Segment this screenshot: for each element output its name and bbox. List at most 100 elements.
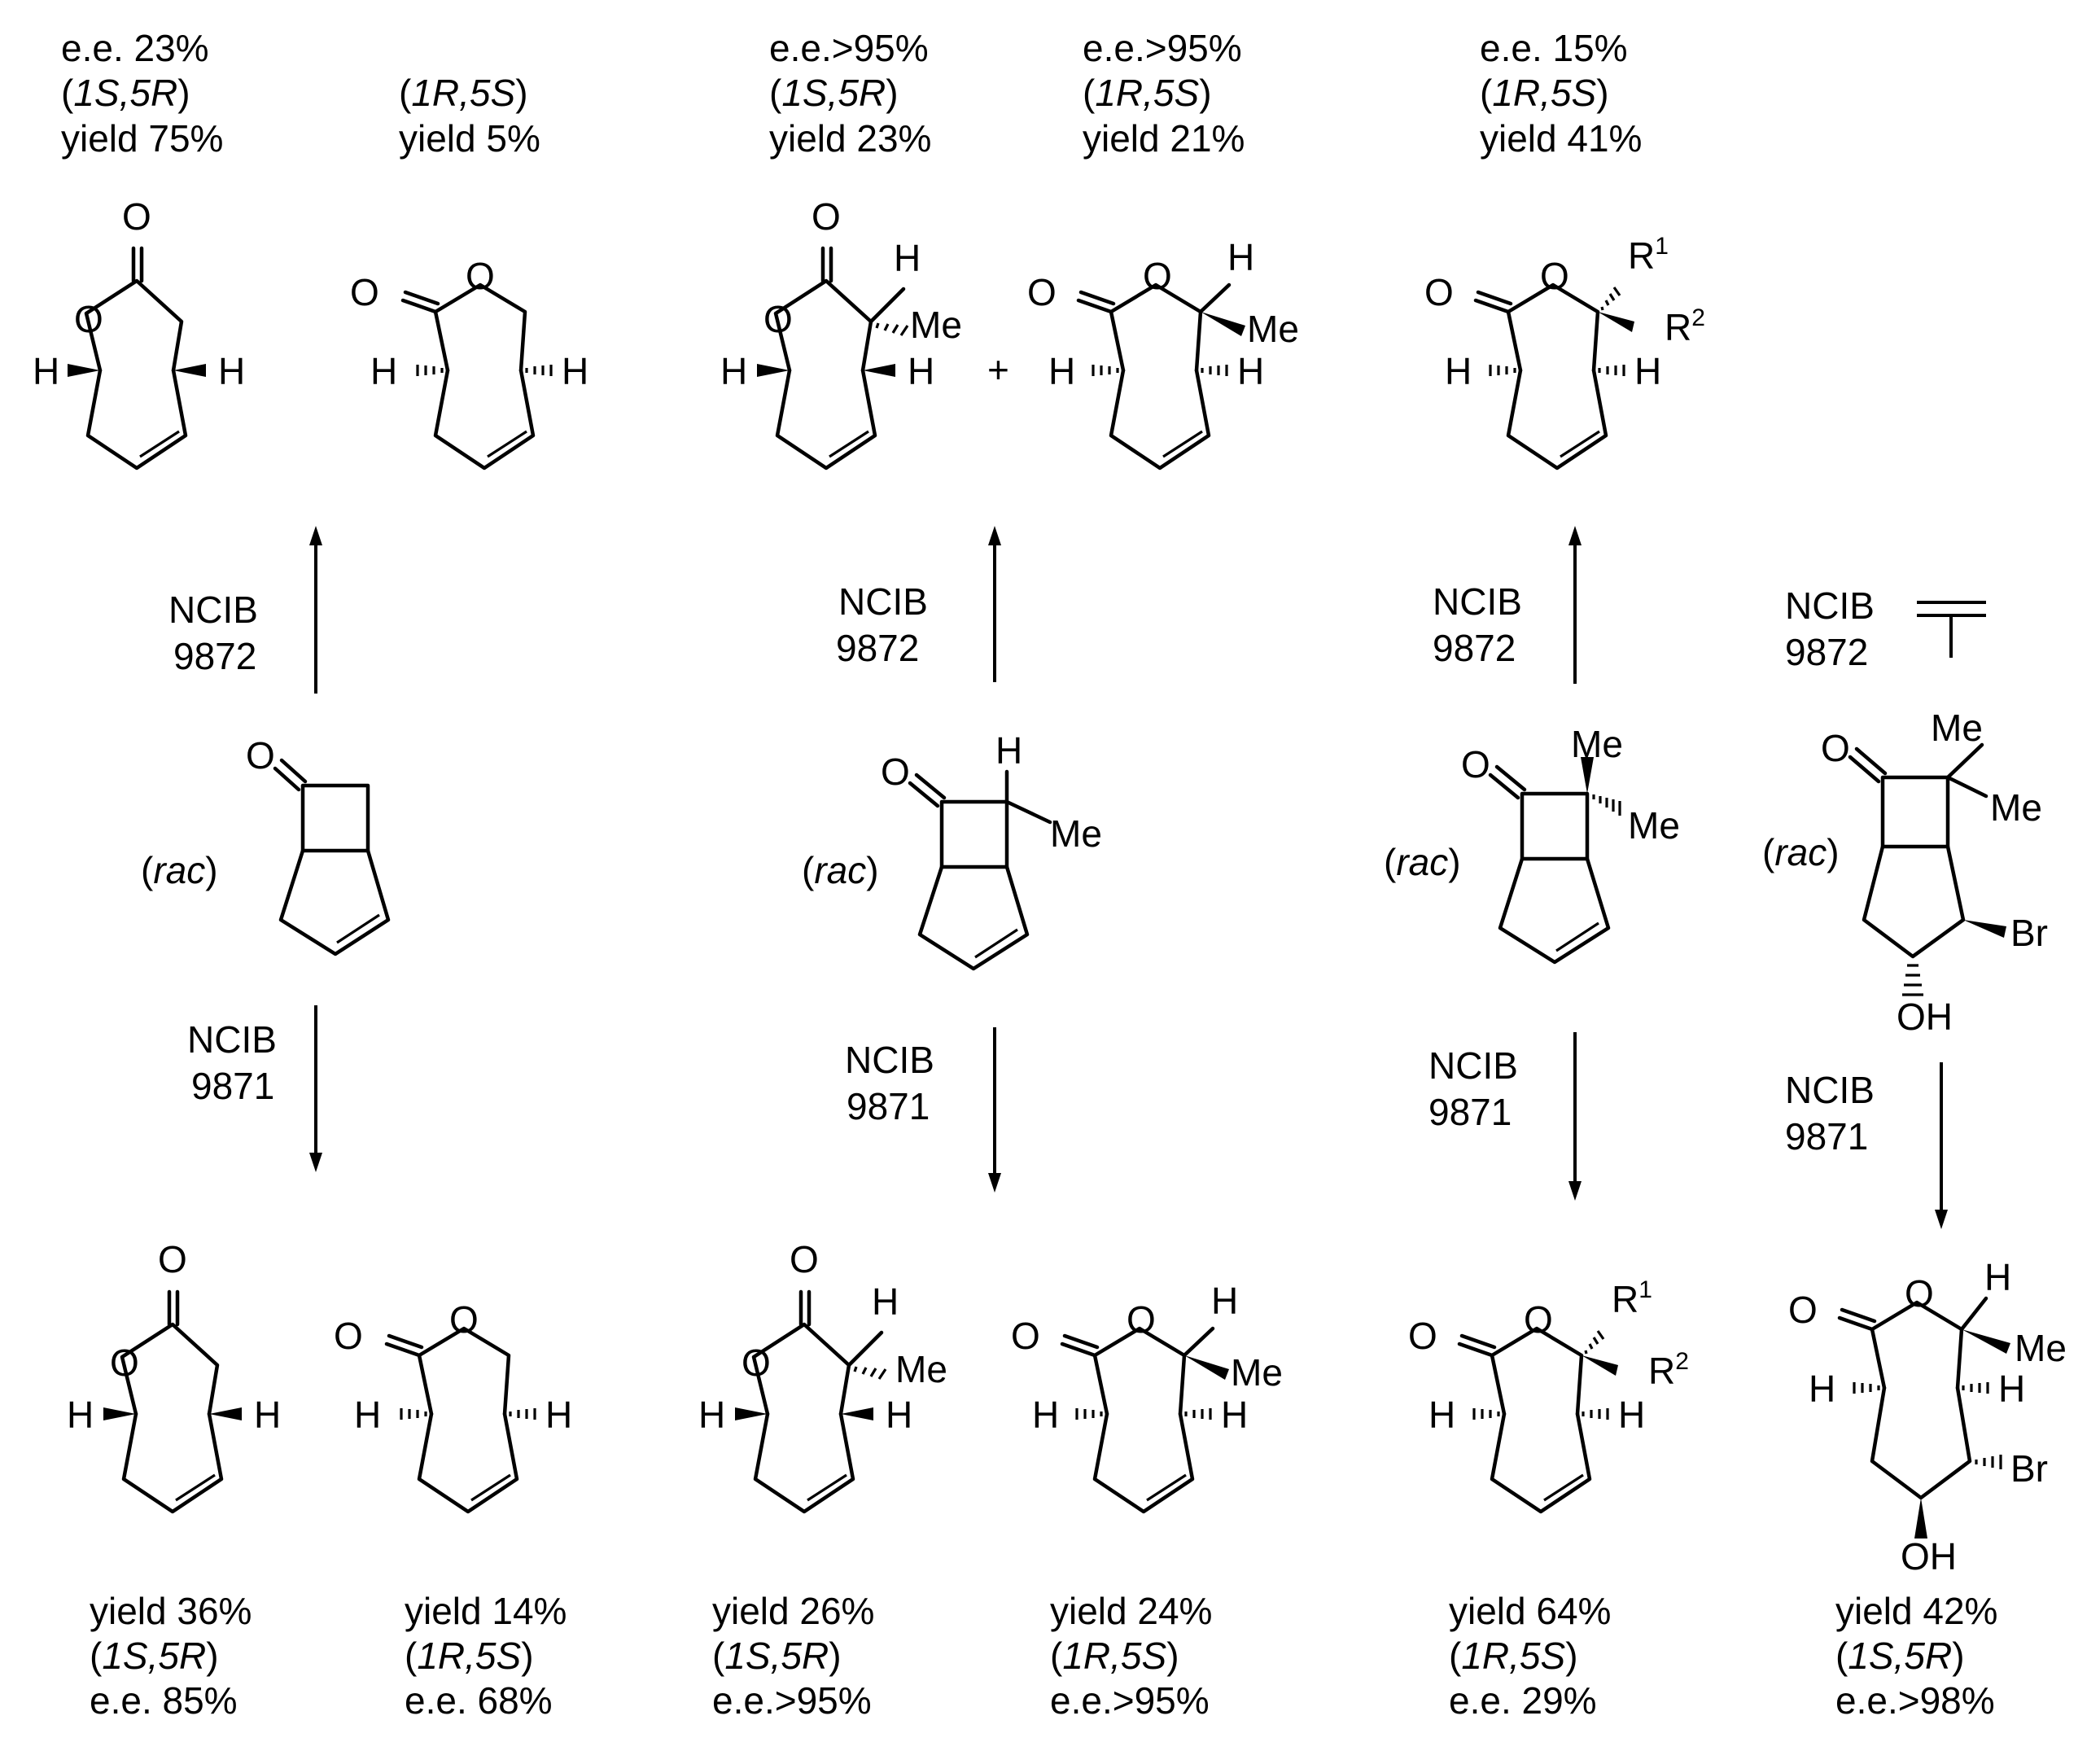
wedge-bond — [1963, 920, 2006, 938]
atom-me: Me — [1231, 1351, 1283, 1394]
config-label: (1R,5S) — [1480, 72, 1609, 114]
config-label: (1S,5R) — [90, 1635, 219, 1677]
atom-o: O — [1424, 271, 1454, 313]
lactone-bottom-methyl-1r5s — [1062, 1326, 1229, 1512]
arrows: NCIB 9872 NCIB 9871 NCIB 9872 NCIB 9871 … — [168, 526, 1986, 1229]
condition-ncib: NCIB — [187, 1018, 277, 1061]
yield-label: yield 75% — [61, 117, 223, 160]
ee-label: e.e. 23% — [61, 27, 209, 69]
config-label: (1R,5S) — [1449, 1635, 1578, 1677]
atom-h: H — [1227, 236, 1254, 278]
atom-o: O — [1461, 743, 1490, 786]
rac-label: (rac) — [1762, 831, 1840, 873]
bottom-labels: yield 36% (1S,5R) e.e. 85% yield 14% (1R… — [90, 1590, 1997, 1722]
ee-label: e.e. 15% — [1480, 27, 1628, 69]
condition-strain: 9872 — [1433, 627, 1516, 669]
atom-o: O — [1011, 1315, 1040, 1357]
atom-me: Me — [1931, 707, 1983, 749]
atom-br: Br — [2010, 1447, 2048, 1490]
atom-h: H — [894, 237, 921, 279]
yield-label: yield 26% — [712, 1590, 874, 1632]
atom-o: O — [1027, 271, 1057, 313]
yield-label: yield 21% — [1083, 117, 1245, 160]
condition-ncib: NCIB — [838, 580, 928, 623]
atom-h: H — [872, 1280, 899, 1323]
config-label: (1R,5S) — [399, 72, 528, 114]
atom-h: H — [1237, 350, 1264, 392]
arrow-head — [988, 1173, 1001, 1193]
lactone-bottom-methyl-1s5r — [735, 1292, 887, 1512]
atom-h: H — [370, 350, 397, 392]
atom-me: Me — [895, 1348, 947, 1390]
atom-h: H — [698, 1394, 725, 1436]
atom-o: O — [763, 298, 793, 340]
lactone-bottom-bromohydrin — [1837, 1296, 2010, 1538]
atom-br: Br — [2010, 912, 2048, 954]
yield-label: yield 42% — [1835, 1590, 1997, 1632]
atom-o: O — [449, 1298, 479, 1341]
atom-o: O — [1788, 1289, 1818, 1331]
config-label: (1R,5S) — [1083, 72, 1212, 114]
atom-h: H — [545, 1394, 572, 1436]
atom-o: O — [1127, 1298, 1156, 1341]
rac-label: (rac) — [141, 849, 218, 891]
atom-h: H — [908, 350, 934, 392]
arrow-head — [1935, 1210, 1948, 1229]
atom-h: H — [218, 350, 245, 392]
arrow-head — [309, 1153, 322, 1172]
atom-o: O — [334, 1315, 363, 1357]
config-label: (1S,5R) — [712, 1635, 842, 1677]
atom-o: O — [1524, 1298, 1553, 1341]
condition-strain: 9871 — [1785, 1115, 1868, 1158]
condition-strain: 9871 — [847, 1085, 930, 1127]
atom-h: H — [1618, 1394, 1645, 1436]
atom-h: H — [1809, 1368, 1835, 1410]
atom-me: Me — [1050, 812, 1102, 855]
atom-o: O — [110, 1342, 139, 1384]
ketone-sm-3: (rac) O Me Me — [1384, 723, 1680, 965]
ketone-sm-1: (rac) O — [141, 734, 391, 956]
ee-label: e.e.>98% — [1835, 1679, 1995, 1722]
ee-label: e.e.>95% — [769, 27, 929, 69]
atom-o: O — [1905, 1272, 1934, 1315]
atom-h: H — [886, 1394, 912, 1436]
atom-h: H — [562, 350, 588, 392]
atom-r1: R1 — [1612, 1276, 1652, 1320]
ee-label: e.e.>95% — [1050, 1679, 1210, 1722]
atom-h: H — [1032, 1394, 1059, 1436]
atom-o: O — [246, 734, 275, 777]
atom-h: H — [995, 729, 1022, 772]
yield-label: yield 23% — [769, 117, 931, 160]
atom-o: O — [122, 195, 151, 238]
atom-h: H — [1221, 1394, 1248, 1436]
arrow-head — [1568, 1181, 1582, 1201]
atom-h: H — [1211, 1280, 1238, 1322]
atom-h: H — [1445, 350, 1472, 392]
arrow-head — [1568, 526, 1582, 545]
arrow-head — [988, 526, 1001, 545]
lactone-top-methyl-1s5r — [757, 248, 909, 468]
ee-label: e.e. 85% — [90, 1679, 238, 1722]
yield-label: yield 41% — [1480, 117, 1642, 160]
atom-r1: R1 — [1628, 233, 1669, 277]
lactone-top-1s5r — [68, 248, 206, 468]
atom-h: H — [1998, 1368, 2025, 1410]
atom-me: Me — [1571, 723, 1623, 765]
yield-label: yield 64% — [1449, 1590, 1611, 1632]
atom-h: H — [1428, 1394, 1455, 1436]
atom-o: O — [74, 298, 103, 340]
condition-strain: 9871 — [191, 1065, 274, 1107]
atom-h: H — [720, 350, 747, 392]
atom-o: O — [790, 1238, 819, 1280]
atom-me: Me — [1628, 804, 1680, 847]
ee-label: e.e. 29% — [1449, 1679, 1597, 1722]
atom-o: O — [466, 255, 495, 297]
condition-ncib: NCIB — [1428, 1044, 1518, 1087]
arrow-head — [309, 526, 322, 545]
atom-o: O — [812, 195, 841, 238]
atom-h: H — [1984, 1256, 2011, 1298]
atom-o: O — [1408, 1315, 1437, 1357]
atom-r2: R2 — [1665, 304, 1705, 348]
condition-ncib: NCIB — [168, 589, 258, 631]
